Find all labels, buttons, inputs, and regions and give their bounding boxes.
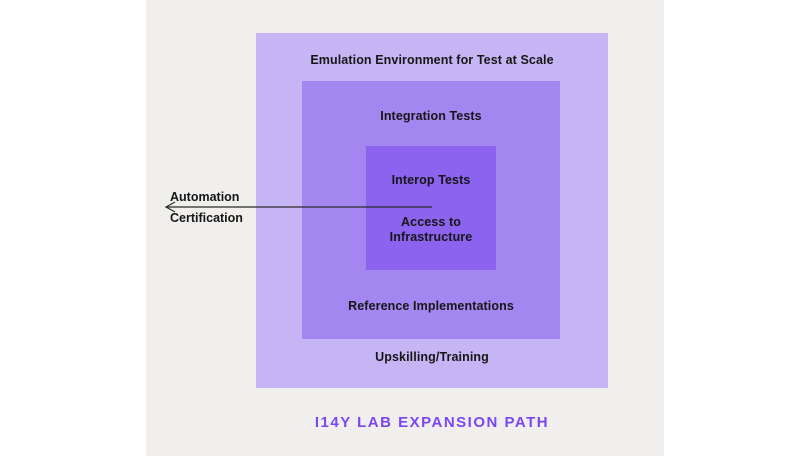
layer-interop-tests: Interop Tests Access to Infrastructure <box>366 146 496 270</box>
inner-layer-top-label: Interop Tests <box>391 173 471 187</box>
arrow-label-certification: Certification <box>170 211 243 225</box>
layer-integration-tests: Integration Tests Reference Implementati… <box>302 81 560 339</box>
layer-emulation-environment: Emulation Environment for Test at Scale … <box>256 33 608 388</box>
outer-layer-top-label: Emulation Environment for Test at Scale <box>310 53 554 67</box>
diagram-title: I14Y LAB EXPANSION PATH <box>314 414 550 431</box>
middle-layer-bottom-label: Reference Implementations <box>348 299 514 313</box>
arrow-label-automation: Automation <box>170 190 240 204</box>
middle-layer-top-label: Integration Tests <box>380 109 482 123</box>
outer-layer-bottom-label: Upskilling/Training <box>375 350 489 364</box>
background-panel: Emulation Environment for Test at Scale … <box>146 0 664 456</box>
inner-layer-bottom-label: Access to Infrastructure <box>389 214 473 245</box>
